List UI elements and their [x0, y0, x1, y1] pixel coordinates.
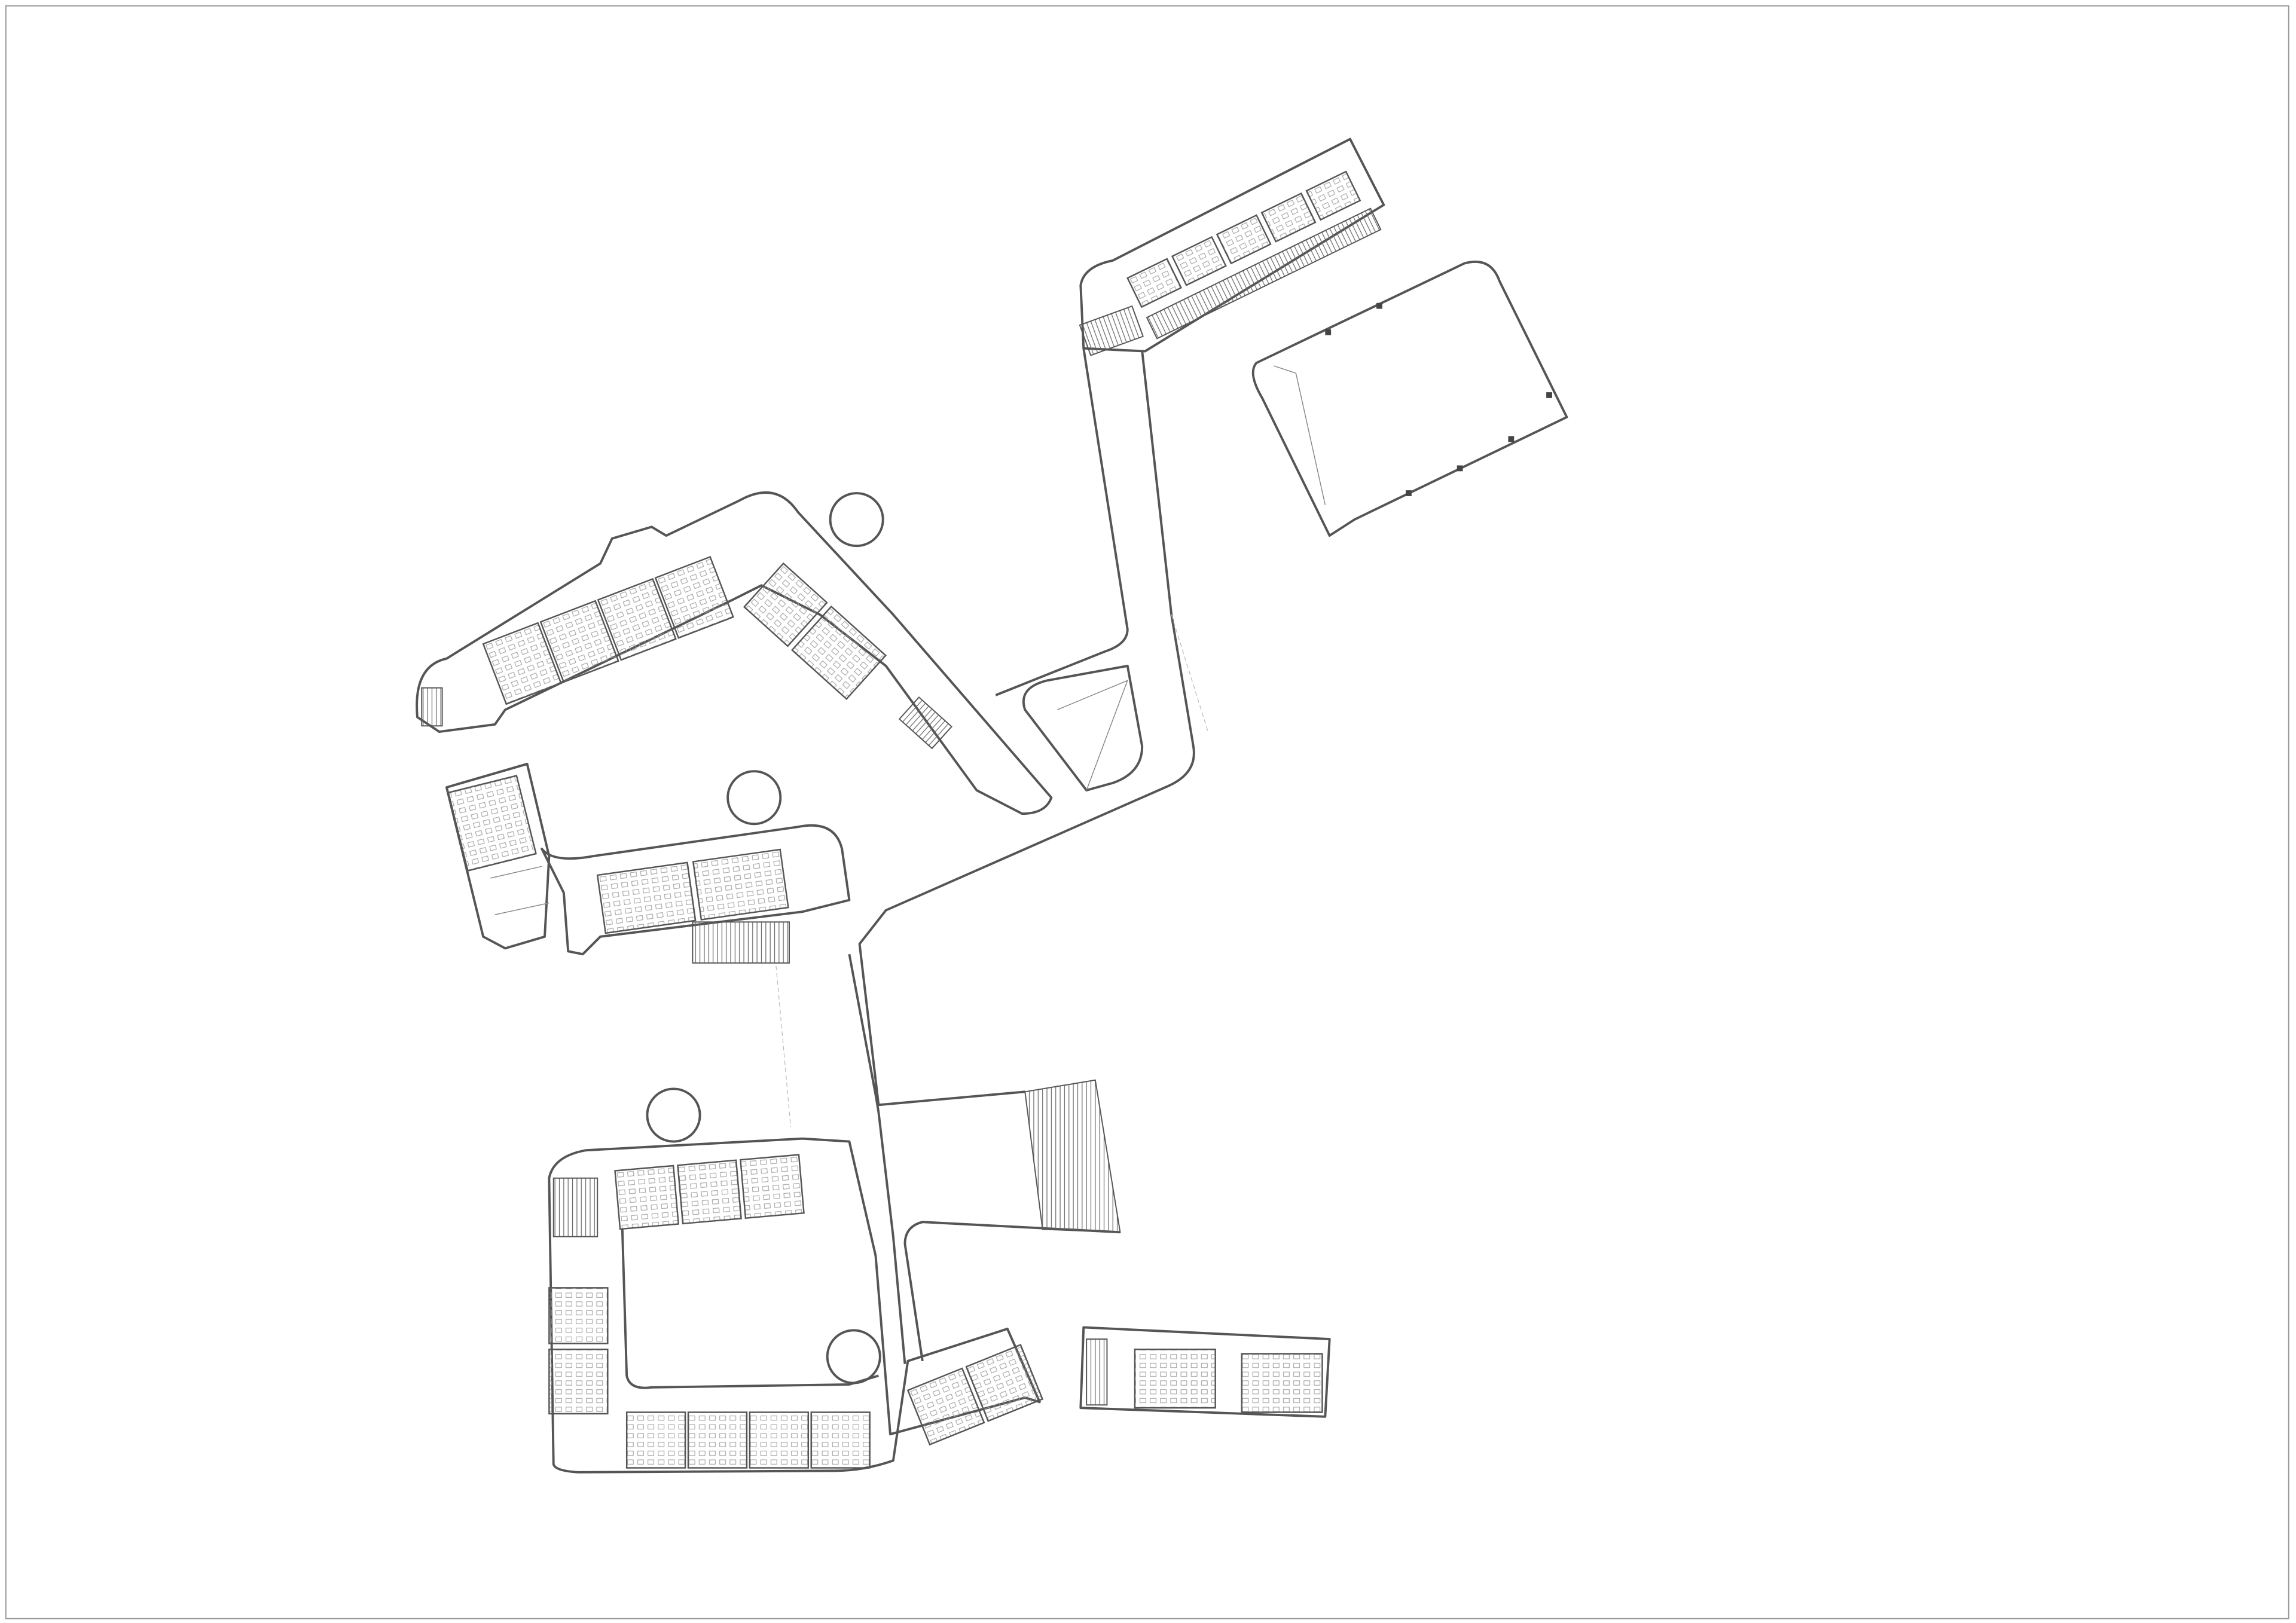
stair-tower [726, 770, 782, 826]
stair-tower [826, 1329, 881, 1384]
gymnasium-block [1251, 260, 1568, 537]
north-building [416, 491, 1053, 815]
grand-stair [1024, 1079, 1121, 1233]
southeast-building [1079, 1326, 1331, 1418]
northeast-wing [1079, 137, 1385, 356]
stair-tower [829, 492, 884, 548]
middle-building [541, 770, 851, 1127]
stair-tower [646, 1087, 701, 1143]
sheet-border [5, 5, 2289, 1619]
west-block [445, 762, 551, 950]
corridor-spine [848, 348, 1208, 1364]
south-building [548, 1087, 1044, 1474]
